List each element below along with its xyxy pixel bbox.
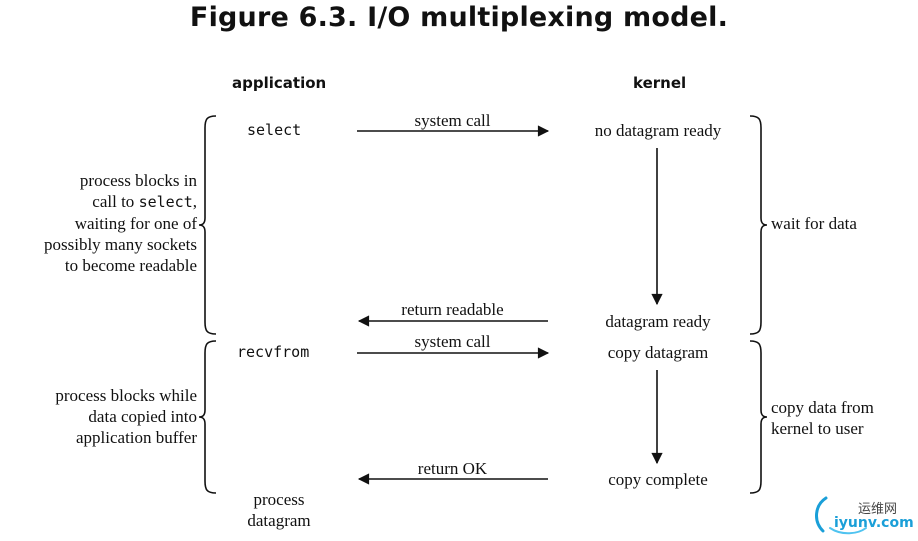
watermark-arc-icon: [829, 527, 867, 535]
datagram-ready-label: datagram ready: [605, 312, 711, 331]
recvfrom-call-label: recvfrom: [237, 343, 310, 361]
note1-line2-prefix: call to: [92, 192, 139, 211]
process-datagram-line1: process: [253, 490, 305, 509]
select-call-label: select: [247, 121, 302, 139]
figure-title: Figure 6.3. I/O multiplexing model.: [189, 2, 729, 33]
process-datagram-label: process datagram: [236, 489, 322, 531]
copy-note-line1: copy data from: [771, 398, 874, 417]
watermark-url-text: iyunv.com: [834, 515, 914, 531]
note1-line2-code: select: [138, 193, 193, 211]
kernel-header: kernel: [633, 74, 687, 92]
copy-blocking-note: process blocks while data copied into ap…: [0, 385, 197, 448]
note1-line5: to become readable: [64, 256, 197, 275]
note1-line2-suffix: ,: [192, 192, 197, 211]
copy-data-right-brace: [749, 340, 768, 494]
note2-line3: application buffer: [75, 428, 197, 447]
process-datagram-line2: datagram: [247, 511, 311, 530]
copy-data-note: copy data from kernel to user: [771, 397, 911, 439]
system-call-label-1: system call: [414, 111, 491, 130]
return-readable-label: return readable: [401, 300, 504, 319]
wait-for-data-note: wait for data: [771, 214, 857, 233]
watermark-cn-text: 运维网: [858, 502, 898, 517]
watermark-swoosh-icon: [815, 496, 828, 533]
note2-line2: data copied into: [88, 407, 197, 426]
select-phase-left-brace: [198, 115, 217, 335]
system-call-label-2: system call: [414, 332, 491, 351]
wait-for-data-right-brace: [749, 115, 768, 335]
application-header: application: [232, 74, 327, 92]
note1-line4: possibly many sockets: [44, 235, 197, 254]
note1-line1: process blocks in: [79, 171, 197, 190]
note1-line3: waiting for one of: [74, 214, 197, 233]
copy-complete-label: copy complete: [608, 470, 708, 489]
no-datagram-ready-label: no datagram ready: [594, 121, 722, 140]
note2-line1: process blocks while: [55, 386, 197, 405]
note1-line2: call to select,: [0, 191, 197, 213]
return-ok-label: return OK: [417, 459, 488, 478]
recvfrom-phase-left-brace: [198, 340, 217, 494]
copy-note-line2: kernel to user: [771, 419, 864, 438]
select-blocking-note: process blocks in call to select, waitin…: [0, 170, 197, 276]
copy-datagram-label: copy datagram: [607, 343, 709, 362]
watermark-logo: [815, 496, 867, 535]
